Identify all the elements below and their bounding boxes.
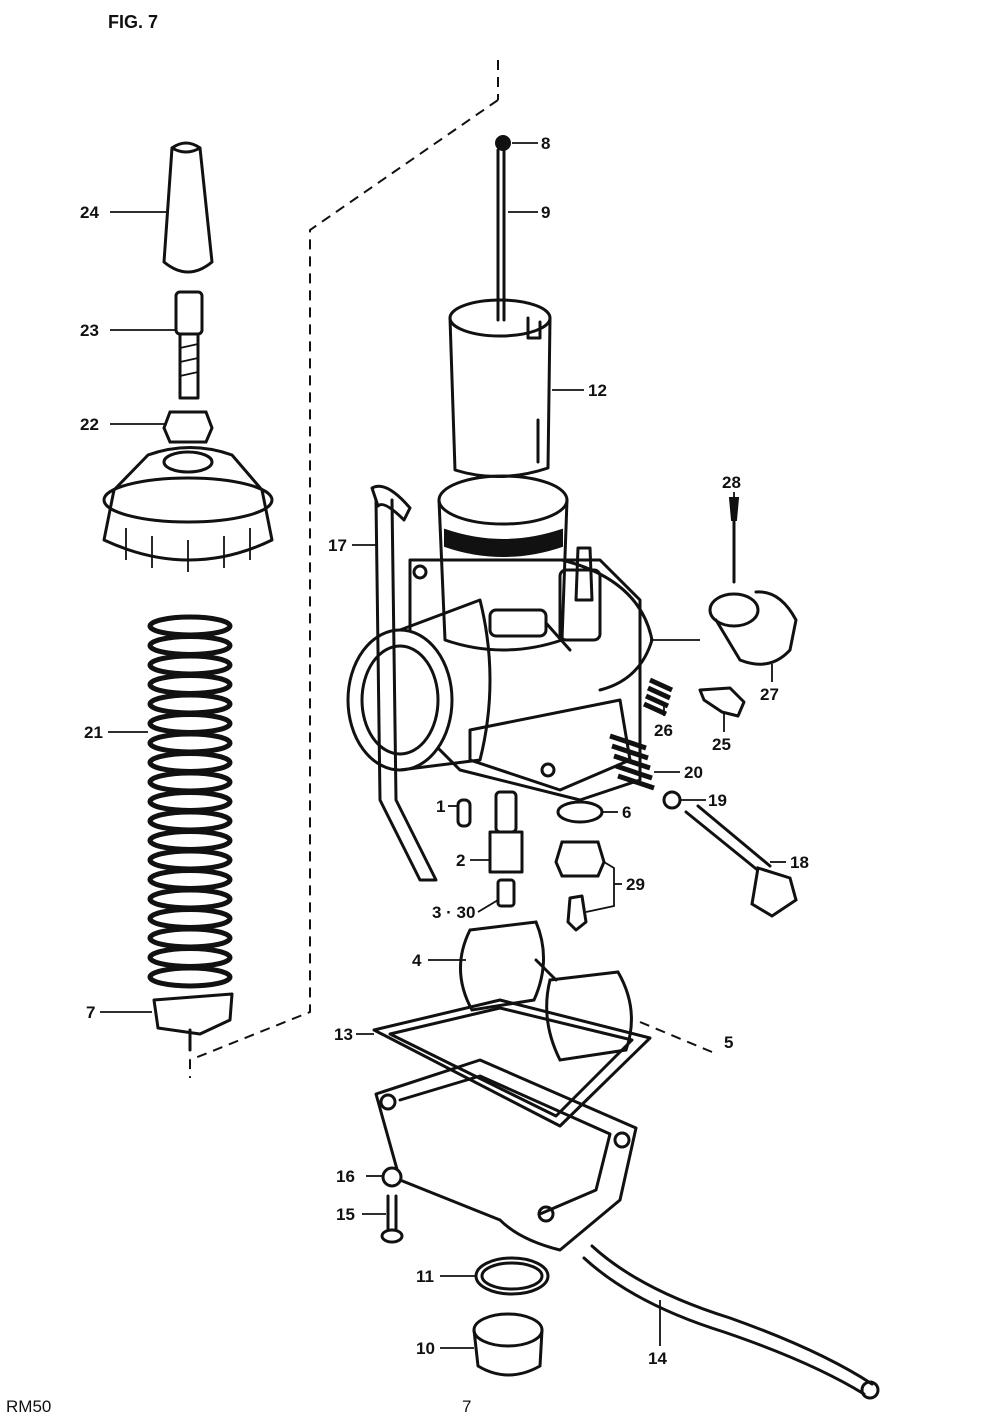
callout-28: 28 bbox=[722, 473, 741, 492]
callout-24: 24 bbox=[80, 203, 99, 222]
jet-needle bbox=[496, 148, 506, 322]
callout-5: 5 bbox=[724, 1033, 733, 1052]
needle-jet bbox=[488, 790, 524, 874]
starter-plunger-housing bbox=[558, 546, 602, 642]
callout-22: 22 bbox=[80, 415, 99, 434]
spring-coil bbox=[147, 614, 233, 638]
callout-27: 27 bbox=[760, 685, 779, 704]
spring-coil bbox=[147, 868, 233, 891]
callout-3-30: 3 · 30 bbox=[432, 903, 475, 922]
main-jet bbox=[496, 878, 516, 908]
callout-25: 25 bbox=[712, 735, 731, 754]
spring-coil bbox=[147, 965, 233, 989]
drain-plug-o-ring bbox=[474, 1256, 550, 1296]
float-chamber-screw bbox=[380, 1194, 404, 1244]
air-intake-bore bbox=[346, 598, 492, 772]
spring-coil bbox=[147, 829, 233, 852]
callout-7: 7 bbox=[86, 1003, 95, 1022]
float-valve-seat bbox=[554, 840, 606, 932]
callout-17: 17 bbox=[328, 536, 347, 555]
callout-26: 26 bbox=[654, 721, 673, 740]
spring-coil bbox=[147, 673, 233, 696]
float-pin bbox=[639, 1021, 713, 1053]
throttle-valve bbox=[448, 298, 552, 478]
callout-8: 8 bbox=[541, 134, 550, 153]
drain-hose bbox=[582, 1244, 880, 1400]
spring-coil bbox=[147, 634, 233, 657]
callout-15: 15 bbox=[336, 1205, 355, 1224]
starter-spring bbox=[642, 677, 674, 717]
starter-cap bbox=[708, 590, 798, 666]
needle-jet-o-ring bbox=[456, 798, 472, 828]
callout-10: 10 bbox=[416, 1339, 435, 1358]
spring-coil bbox=[147, 907, 233, 930]
callout-20: 20 bbox=[684, 763, 703, 782]
float bbox=[459, 920, 633, 1062]
needle-clip-plate bbox=[152, 992, 234, 1052]
starter-plunger bbox=[698, 686, 746, 718]
lock-nut bbox=[162, 410, 214, 444]
callout-23: 23 bbox=[80, 321, 99, 340]
chamber-screw-washer bbox=[381, 1166, 403, 1188]
callout-1: 1 bbox=[436, 797, 445, 816]
leader-lines bbox=[100, 142, 786, 1349]
callout-2: 2 bbox=[456, 851, 465, 870]
drain-plug bbox=[472, 1312, 544, 1377]
spring-coil bbox=[147, 731, 233, 755]
spring-coil bbox=[147, 790, 233, 813]
callout-4: 4 bbox=[412, 951, 422, 970]
spring-coil bbox=[147, 887, 233, 911]
spring-coil bbox=[147, 848, 233, 872]
model-label: RM50 bbox=[6, 1397, 51, 1416]
float-valve-gasket bbox=[556, 800, 604, 824]
pilot-screw-washer bbox=[662, 790, 682, 810]
mixing-chamber-cap bbox=[102, 446, 274, 572]
callout-labels: 24 23 22 21 7 8 9 12 17 28 27 26 25 20 1… bbox=[80, 134, 809, 1368]
cable-adjuster-boot bbox=[162, 141, 214, 274]
page-mark: 7 bbox=[462, 1397, 471, 1416]
jet-needle-clip bbox=[495, 135, 511, 151]
callout-13: 13 bbox=[334, 1025, 353, 1044]
spring-coil bbox=[147, 653, 233, 677]
spring-coil bbox=[147, 770, 233, 794]
pilot-screw-spring bbox=[609, 733, 655, 791]
callout-16: 16 bbox=[336, 1167, 355, 1186]
callout-29: 29 bbox=[626, 875, 645, 894]
throttle-valve-spring bbox=[147, 614, 233, 989]
callout-11: 11 bbox=[416, 1267, 434, 1286]
callout-12: 12 bbox=[588, 381, 607, 400]
assembly-guide-line bbox=[189, 99, 499, 1078]
carburetor-body bbox=[408, 474, 654, 802]
spring-coil bbox=[147, 946, 233, 969]
spring-coil bbox=[147, 712, 233, 735]
spring-coil bbox=[147, 926, 233, 950]
callout-19: 19 bbox=[708, 791, 727, 810]
float-chamber bbox=[374, 1058, 638, 1252]
spring-coil bbox=[147, 809, 233, 833]
callout-21: 21 bbox=[84, 723, 103, 742]
callout-18: 18 bbox=[790, 853, 809, 872]
callout-14: 14 bbox=[648, 1349, 667, 1368]
adjuster-screw bbox=[174, 290, 204, 400]
spring-coil bbox=[147, 692, 233, 716]
overflow-pipe bbox=[370, 484, 438, 882]
pilot-air-screw bbox=[488, 608, 572, 652]
callout-6: 6 bbox=[622, 803, 631, 822]
cable-guide-screw bbox=[728, 496, 740, 584]
throttle-stop-screw bbox=[684, 804, 798, 918]
callout-9: 9 bbox=[541, 203, 550, 222]
float-chamber-gasket bbox=[372, 998, 652, 1128]
spring-coil bbox=[147, 751, 233, 774]
figure-title: FIG. 7 bbox=[108, 12, 158, 32]
